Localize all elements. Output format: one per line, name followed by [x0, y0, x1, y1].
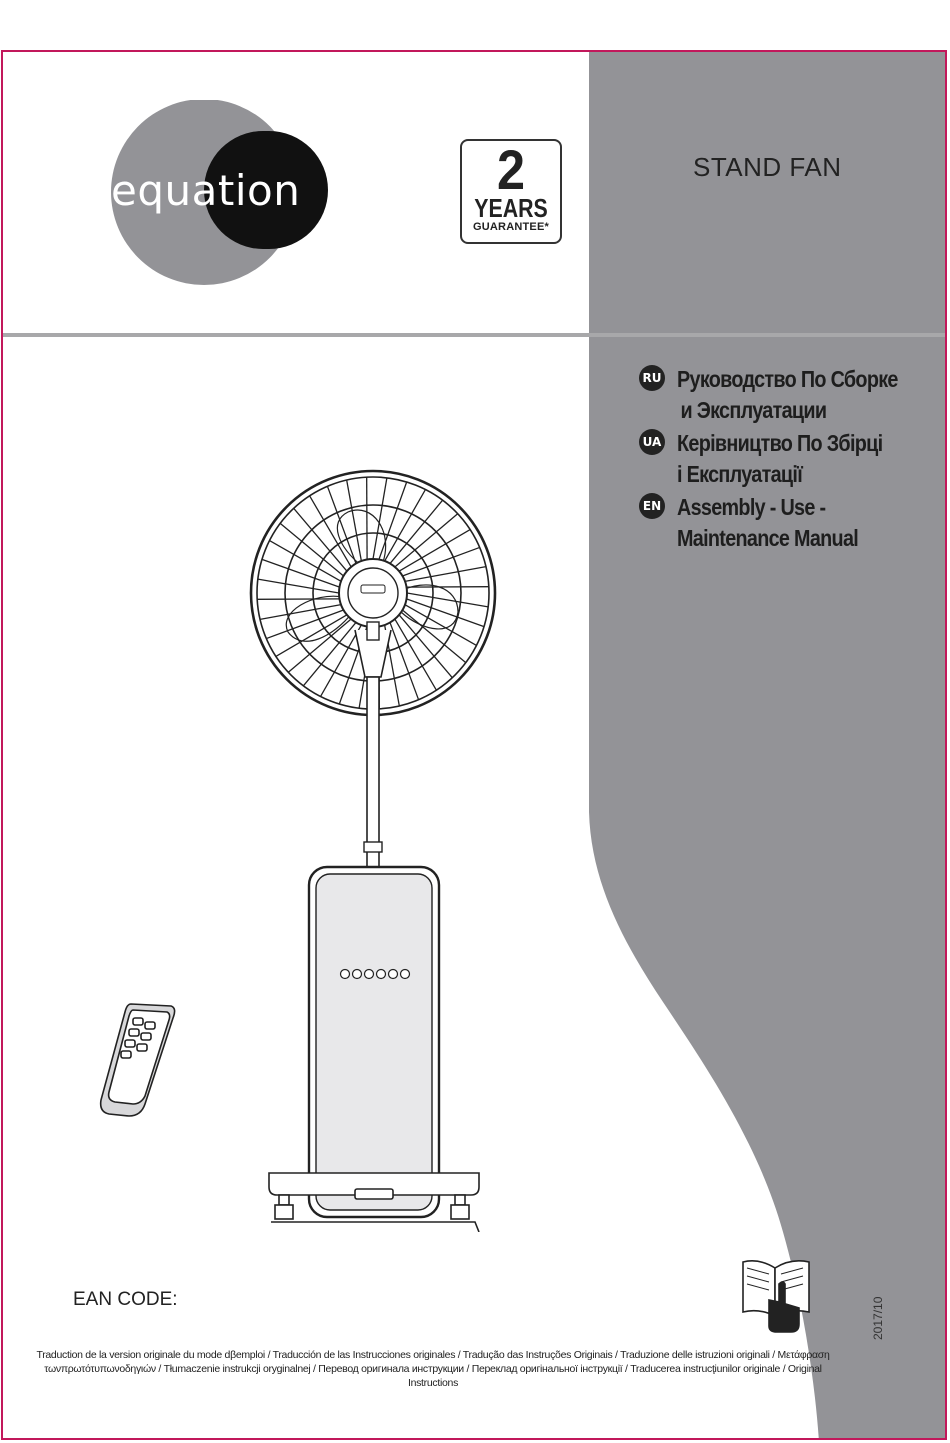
fan-guard-spoke: [275, 614, 348, 657]
fan-guard-spoke: [261, 558, 340, 588]
brand-logo: [111, 100, 328, 285]
fan-guard-spoke: [266, 609, 344, 640]
fan-guard-spoke: [346, 479, 363, 562]
stand-fan-illustration: [249, 469, 497, 1232]
guarantee-unit: YEARS: [474, 193, 548, 223]
fan-guard-spoke: [406, 592, 489, 608]
fan-guard-spoke: [404, 566, 487, 583]
fan-guard-spoke: [389, 499, 444, 564]
language-title-line: і Експлуатації: [677, 461, 803, 487]
guarantee-number: 2: [496, 138, 526, 201]
fan-guard-spoke: [398, 614, 453, 679]
language-title-line: Assembly - Use -: [677, 494, 826, 520]
language-title-line: Maintenance Manual: [677, 525, 859, 551]
fan-guard-spoke: [326, 486, 357, 564]
fan-guard-spoke: [309, 495, 352, 568]
fan-guard-spoke: [279, 522, 344, 577]
publication-date: 2017/10: [871, 1296, 885, 1340]
fan-base: [268, 1172, 480, 1220]
fan-guard-spoke: [293, 507, 348, 572]
language-title-line: Керівництво По Збірці: [677, 430, 883, 456]
fan-guard-spoke: [372, 477, 388, 560]
fan-guard-spoke: [406, 598, 485, 628]
fan-guard-spoke: [398, 529, 471, 572]
manual-read-icon: [742, 1260, 810, 1333]
language-badge-en: EN: [639, 493, 665, 519]
fan-guard-spoke: [394, 513, 459, 568]
language-title-line: Руководство По Сборке: [677, 366, 898, 392]
gray-side-panel: [589, 52, 945, 1438]
fan-guard-spoke: [394, 618, 437, 691]
fan-guard-spoke: [302, 622, 357, 687]
fan-guard-spoke: [269, 539, 342, 582]
fan-guard-spoke: [378, 481, 408, 560]
fan-guard-spoke: [404, 604, 477, 647]
language-badge-ru: RU: [639, 365, 665, 391]
translation-notice-line: τωνπρωτότυπωνοδηγιών / Tłumaczenie instr…: [44, 1363, 822, 1389]
guarantee-badge: 2 YEARS GUARANTEE*: [460, 139, 562, 244]
remote-control-illustration: [99, 1003, 176, 1117]
translation-notice-line: Traduction de la version originale du mo…: [36, 1349, 830, 1361]
language-item-ua: UA Керівництво По Збірці і Експлуатації: [639, 428, 939, 490]
fan-guard-spoke: [257, 578, 340, 594]
language-list: RU Руководство По Сборке и Эксплуатации …: [639, 364, 939, 556]
brand-logo-text: equation: [111, 166, 301, 215]
language-badge-ua: UA: [639, 429, 665, 455]
guarantee-label: GUARANTEE*: [473, 221, 549, 233]
language-item-ru: RU Руководство По Сборке и Эксплуатации: [639, 364, 939, 426]
ean-code-label: EAN CODE:: [73, 1289, 178, 1310]
language-item-en: EN Assembly - Use - Maintenance Manual: [639, 492, 939, 554]
language-title-line: и Эксплуатации: [680, 397, 827, 423]
fan-guard-spoke: [259, 603, 342, 620]
fan-guard-spoke: [384, 489, 427, 562]
fan-guard-spoke: [389, 622, 420, 700]
translation-notice: Traduction de la version originale du mo…: [23, 1348, 843, 1390]
product-title: STAND FAN: [693, 152, 842, 182]
fan-guard-spoke: [402, 609, 467, 664]
fan-guard-spoke: [287, 618, 352, 673]
fan-guard-spoke: [402, 546, 480, 577]
cover-frame: equation 2 YEARS GUARANTEE* STAND FAN RU…: [1, 50, 947, 1440]
header-divider: [3, 333, 945, 337]
fan-guard-spoke: [319, 624, 362, 697]
